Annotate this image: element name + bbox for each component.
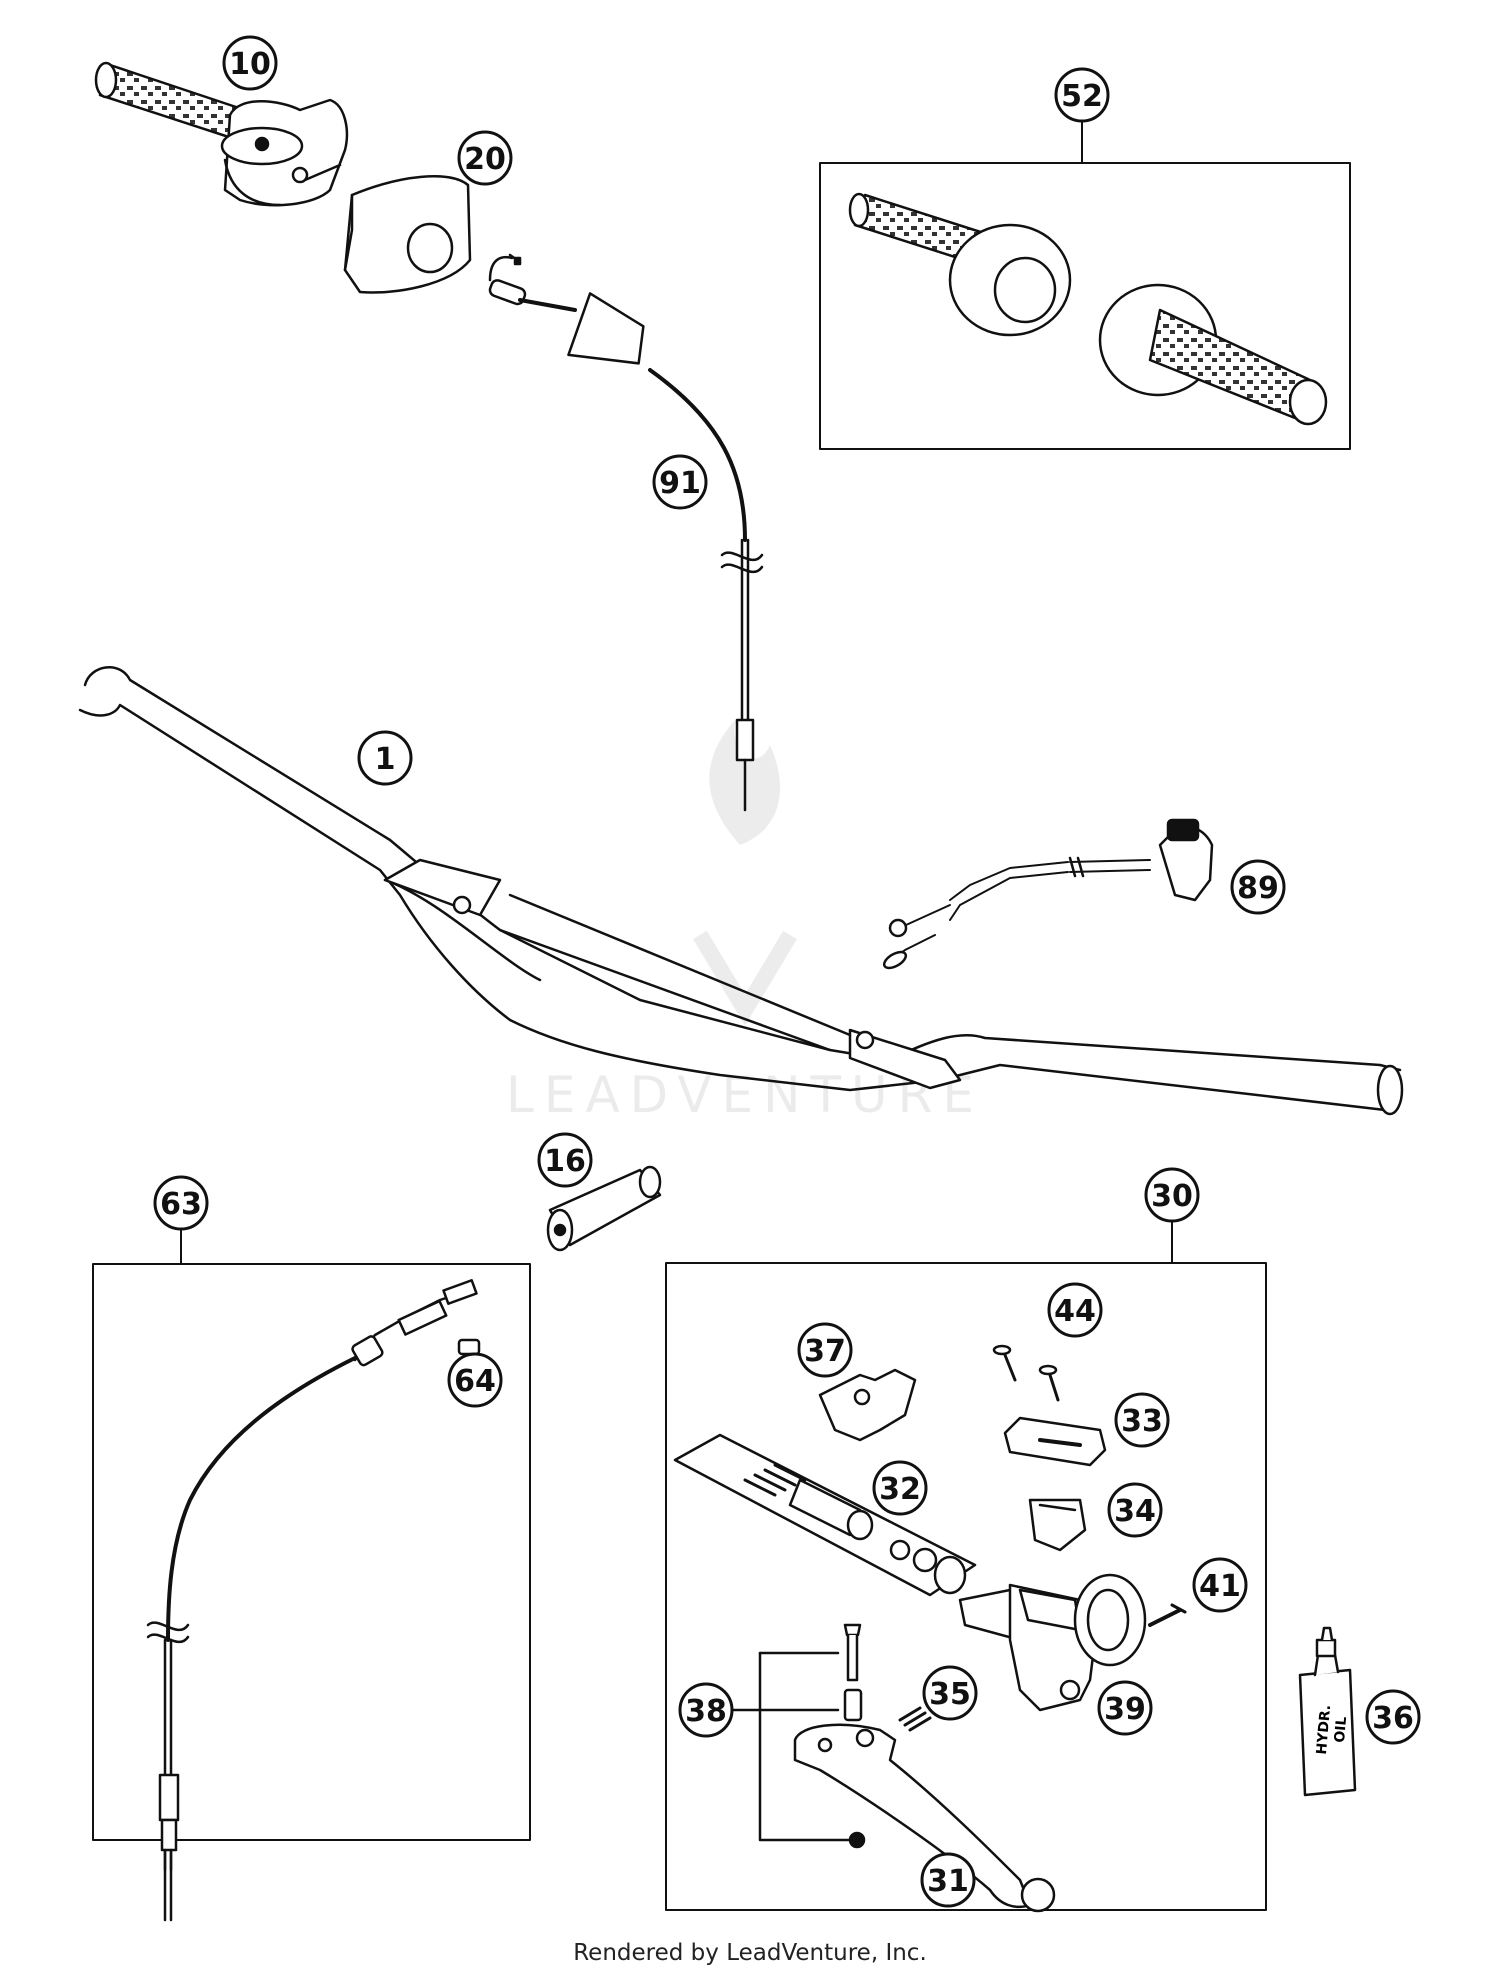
clutch-master-cylinder-kit [665,1219,1267,1913]
callout-circle-91 [652,454,708,510]
callout-label-34: 34 [1114,1494,1156,1529]
callout-circle-52 [1054,67,1110,123]
callout-circle-37 [797,1322,853,1378]
callout-label-38: 38 [685,1694,727,1729]
callout-circle-1 [357,730,413,786]
callout-circle-34 [1107,1482,1163,1538]
callout-circle-32 [872,1460,928,1516]
callout-label-41: 41 [1199,1569,1241,1604]
callout-circle-30 [1144,1167,1200,1223]
callout-circle-31 [920,1852,976,1908]
throttle-cable [488,253,764,812]
bottle-label-line2: OIL [1332,1716,1350,1743]
callout-circle-39 [1097,1680,1153,1736]
callout-label-37: 37 [804,1334,846,1369]
callout-circle-89 [1230,859,1286,915]
footer-credit: Rendered by LeadVenture, Inc. [573,1940,927,1966]
callout-label-63: 63 [160,1187,202,1222]
grip-set-kit [819,109,1351,450]
callout-circle-16 [537,1132,593,1188]
callout-label-44: 44 [1054,1294,1096,1329]
callout-label-31: 31 [927,1864,969,1899]
callout-label-30: 30 [1151,1179,1193,1214]
callout-markers: 1 10 16 20 30 31 32 33 34 35 36 37 38 39 41 44 52 63 64 89 9… [153,35,1421,1908]
callout-circle-20 [457,130,513,186]
bar-end-plug [546,1165,662,1252]
callout-circle-35 [922,1665,978,1721]
callout-label-36: 36 [1372,1701,1414,1736]
callout-circle-36 [1365,1689,1421,1745]
hydraulic-oil-bottle [1298,1626,1357,1797]
callout-label-32: 32 [879,1472,921,1507]
callout-circle-64 [447,1352,503,1408]
callout-circle-33 [1114,1392,1170,1448]
callout-label-1: 1 [375,742,396,777]
callout-circle-44 [1047,1282,1103,1338]
callout-label-33: 33 [1121,1404,1163,1439]
callout-label-52: 52 [1061,79,1103,114]
kill-switch [882,818,1214,970]
callout-label-91: 91 [659,466,701,501]
callout-label-39: 39 [1104,1692,1146,1727]
throttle-grip-assembly [94,61,349,207]
throttle-cover [343,175,472,294]
callout-circle-38 [678,1682,734,1738]
callout-circle-41 [1192,1557,1248,1613]
handlebar [78,666,1404,1116]
callout-label-35: 35 [929,1677,971,1712]
bottle-label-line1: HYDR. [1314,1704,1334,1755]
callout-label-20: 20 [464,142,506,177]
callout-label-64: 64 [454,1364,496,1399]
clutch-cable-kit [92,1221,531,1922]
callout-label-10: 10 [229,47,271,82]
callout-circle-10 [222,35,278,91]
callout-label-89: 89 [1237,871,1279,906]
callout-label-16: 16 [544,1144,586,1179]
callout-circle-63 [153,1175,209,1231]
